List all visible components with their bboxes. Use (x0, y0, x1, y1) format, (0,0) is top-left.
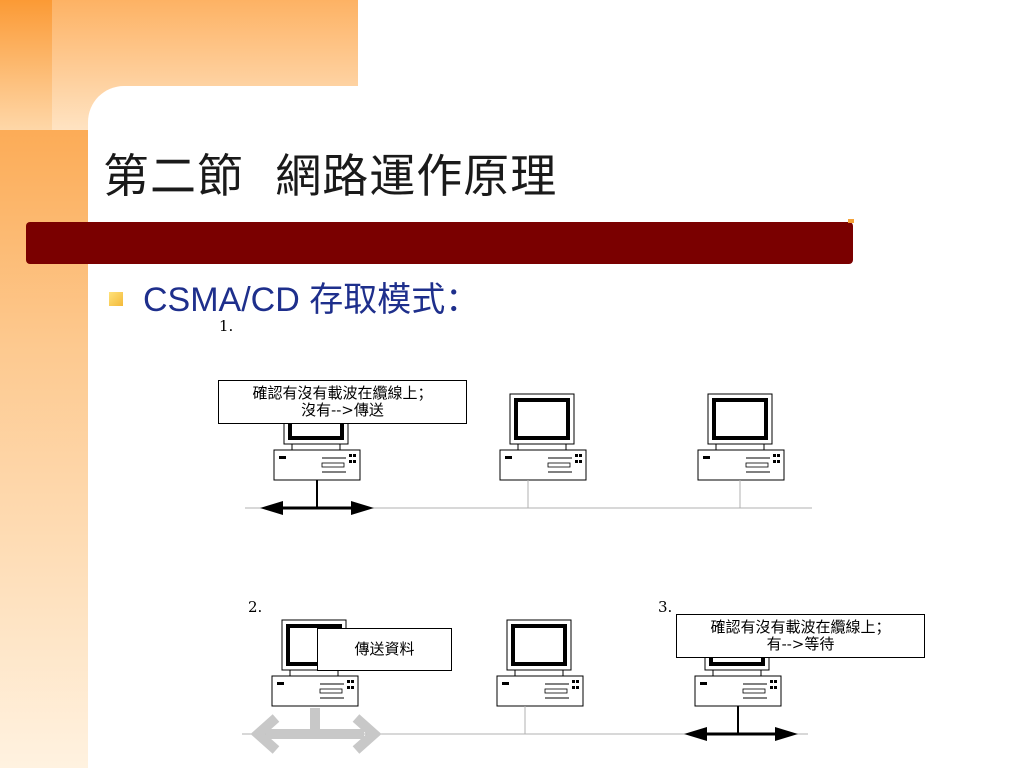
computer-icon (696, 392, 786, 482)
slide-title: 第二節 網路運作原理 (103, 149, 558, 203)
callout-line: 沒有-->傳送 (301, 401, 384, 419)
double-arrow-icon (684, 727, 798, 741)
step-label-1: 1. (219, 317, 234, 335)
title-bar-accent (848, 219, 854, 223)
gray-double-arrow-icon (250, 708, 382, 754)
callout-check-carrier-idle: 確認有沒有載波在纜線上； 沒有-->傳送 (218, 380, 467, 424)
callout-check-carrier-busy: 確認有沒有載波在纜線上； 有-->等待 (676, 614, 925, 658)
callout-line: 確認有沒有載波在纜線上； (252, 384, 433, 402)
callout-send-data: 傳送資料 (317, 628, 452, 671)
section-heading: CSMA/CD 存取模式： (143, 281, 480, 319)
step-label-2: 2. (248, 598, 263, 616)
callout-line: 確認有沒有載波在纜線上； (710, 618, 891, 636)
title-underline-bar (26, 222, 853, 264)
bullet-square-icon (109, 292, 123, 306)
step-label-3: 3. (658, 598, 673, 616)
network-2 (242, 618, 808, 754)
callout-line: 有-->等待 (766, 635, 835, 653)
callout-line: 傳送資料 (354, 640, 415, 658)
computer-icon (495, 618, 585, 708)
network-1 (245, 392, 812, 515)
computer-icon (498, 392, 588, 482)
double-arrow-icon (260, 501, 374, 515)
